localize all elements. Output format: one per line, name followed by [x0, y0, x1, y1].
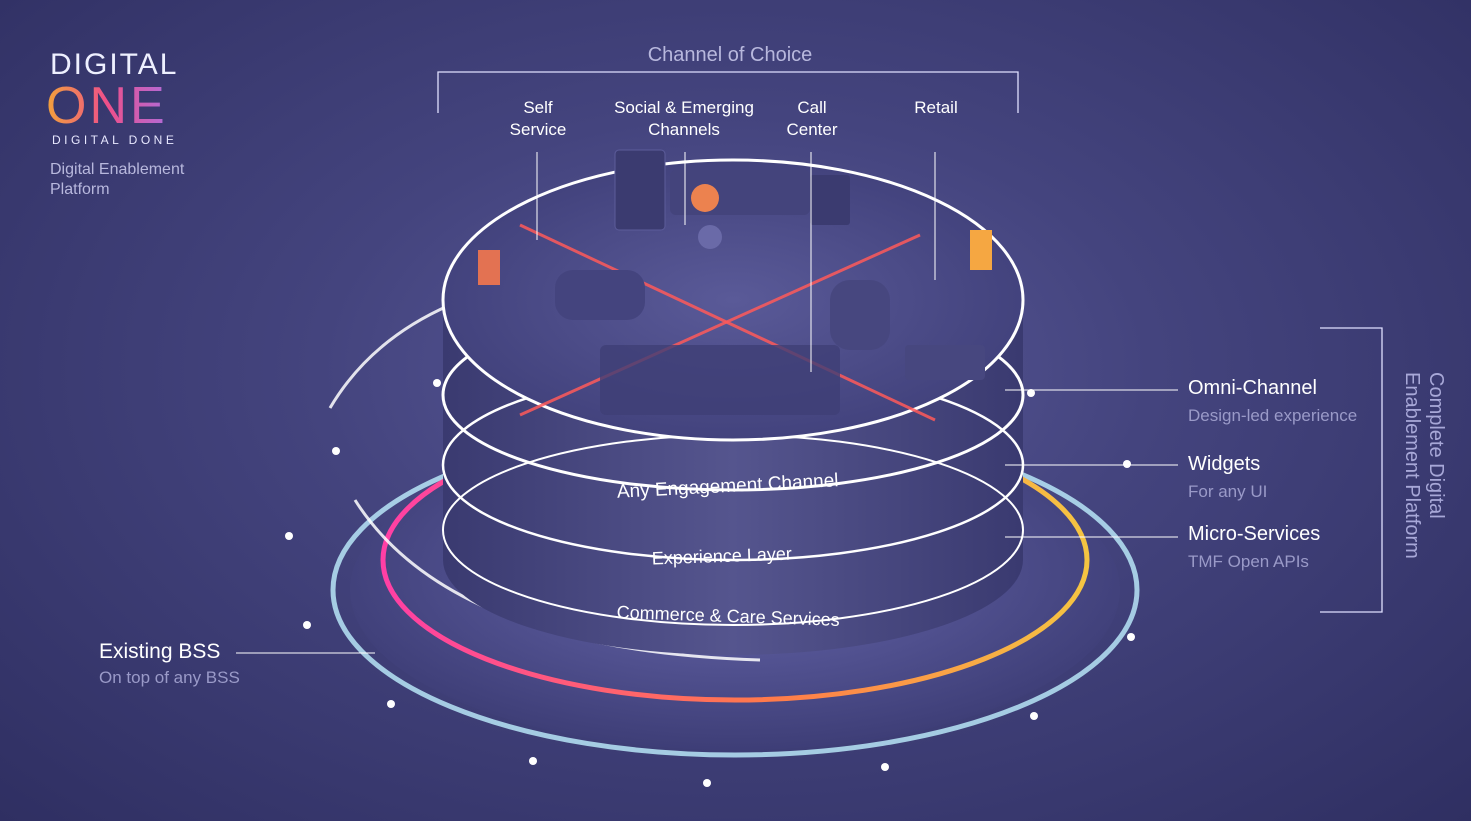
channel-retail: Retail [914, 98, 958, 117]
dot [433, 379, 441, 387]
feature-micro-services-subtitle: TMF Open APIs [1188, 552, 1309, 571]
scene-couch [555, 270, 645, 320]
complete-platform-label: Complete Digital Enablement Platform [1401, 372, 1447, 559]
logo-line1: DIGITAL [50, 48, 179, 81]
dot [1030, 712, 1038, 720]
scene-kitchen [670, 170, 810, 215]
quadrant-divider-b [519, 233, 921, 417]
dot [285, 532, 293, 540]
feature-omni-channel-title: Omni-Channel [1188, 377, 1317, 399]
dot [303, 621, 311, 629]
dot [387, 700, 395, 708]
scene-sale-sign [970, 230, 992, 270]
existing-bss-title: Existing BSS [99, 640, 221, 663]
channel-bracket [437, 71, 1019, 113]
scene-fridge [614, 149, 666, 231]
scene-retail-counter [830, 280, 890, 350]
channel-social-emerging: Social & Emerging Channels [614, 98, 754, 139]
scene-retail-shelf [905, 345, 985, 380]
layer-label-experience: Experience Layer [651, 544, 792, 569]
scene-chat-bubble [691, 184, 719, 212]
top-disc [441, 158, 1025, 442]
platform-bracket [1320, 327, 1383, 613]
feature-micro-services-title: Micro-Services [1188, 523, 1321, 545]
channel-of-choice-title: Channel of Choice [647, 44, 813, 66]
dot [1027, 389, 1035, 397]
feature-widgets-title: Widgets [1188, 453, 1261, 475]
scene-desks [600, 345, 840, 415]
channel-call-center: Call Center [786, 98, 838, 139]
logo-tagline: DIGITAL DONE [52, 133, 178, 147]
dot [1123, 460, 1131, 468]
logo-line2: ONE [46, 77, 168, 135]
dot [1127, 633, 1135, 641]
existing-bss-subtitle: On top of any BSS [99, 668, 240, 687]
outer-arc-left [328, 303, 451, 409]
scene-stove [810, 175, 850, 225]
feature-widgets-subtitle: For any UI [1188, 482, 1268, 501]
dot [332, 447, 340, 455]
scene-robot [698, 225, 722, 249]
channel-self-service: Self Service [509, 98, 567, 139]
scene-screen [478, 250, 500, 285]
feature-omni-channel-subtitle: Design-led experience [1188, 406, 1358, 425]
dot [881, 763, 889, 771]
platform-subtitle: Digital Enablement Platform [50, 161, 185, 198]
dot [703, 779, 711, 787]
dot [529, 757, 537, 765]
